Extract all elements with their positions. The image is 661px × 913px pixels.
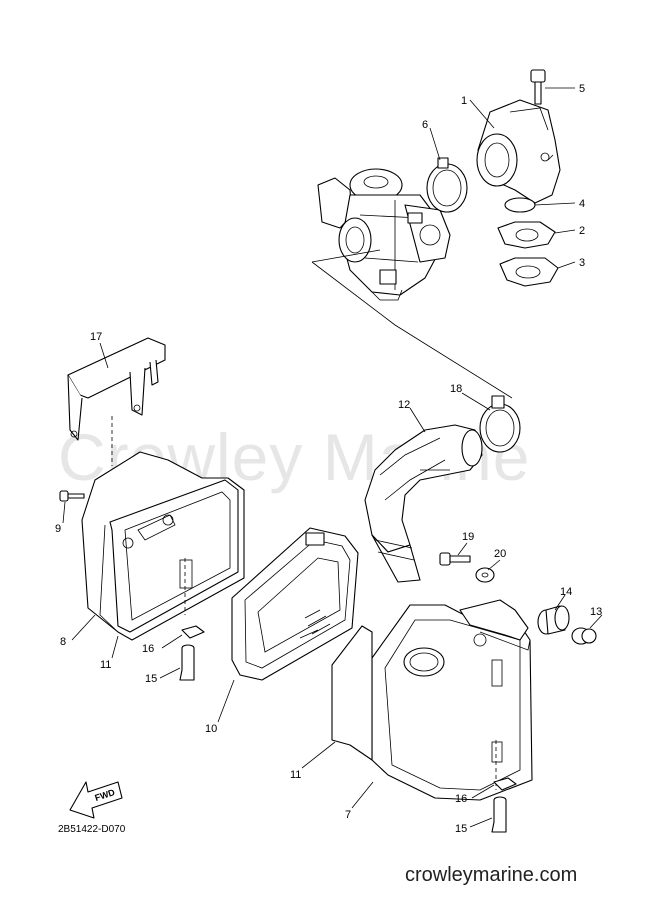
callout-19: 19 bbox=[462, 531, 474, 543]
part-20-washer bbox=[475, 567, 495, 583]
part-1-intake-manifold bbox=[476, 99, 561, 204]
callout-numbers: 1 2 3 4 5 6 7 8 9 10 11 11 12 13 14 15 1… bbox=[55, 83, 602, 835]
part-17-bracket bbox=[67, 337, 166, 441]
callout-4: 4 bbox=[579, 198, 585, 210]
callout-18: 18 bbox=[450, 383, 462, 395]
callout-6: 6 bbox=[422, 119, 428, 131]
part-6-clamp bbox=[426, 157, 468, 213]
callout-16-left: 16 bbox=[142, 643, 154, 655]
part-19-bolt bbox=[439, 552, 471, 566]
part-5-bolt bbox=[530, 69, 546, 105]
part-8-air-filter-cover bbox=[81, 451, 245, 641]
fwd-arrow: FWD bbox=[69, 781, 123, 819]
part-16-clip-left bbox=[181, 625, 205, 639]
callout-7: 7 bbox=[345, 809, 351, 821]
part-13-collar bbox=[571, 627, 597, 645]
callout-14: 14 bbox=[560, 586, 572, 598]
callout-1: 1 bbox=[461, 95, 467, 107]
website-text: crowleymarine.com bbox=[405, 864, 577, 886]
callout-15-left: 15 bbox=[145, 673, 157, 685]
callout-3: 3 bbox=[579, 257, 585, 269]
part-11-seal-left bbox=[99, 524, 119, 633]
callout-9: 9 bbox=[55, 523, 61, 535]
carburetor bbox=[317, 168, 451, 301]
callout-5: 5 bbox=[579, 83, 585, 95]
callout-20: 20 bbox=[494, 548, 506, 560]
part-12-intake-boot bbox=[364, 424, 483, 583]
diagram-code: 2B51422-D070 bbox=[58, 824, 126, 835]
callout-16-right: 16 bbox=[455, 793, 467, 805]
part-11-seal-right bbox=[331, 625, 373, 761]
callout-15-right: 15 bbox=[455, 823, 467, 835]
callout-8: 8 bbox=[60, 636, 66, 648]
callout-11-left: 11 bbox=[100, 659, 111, 671]
callout-12: 12 bbox=[398, 399, 410, 411]
part-10-air-filter-element bbox=[231, 527, 359, 681]
callout-17: 17 bbox=[90, 331, 102, 343]
part-15-drain-left bbox=[179, 644, 195, 681]
leader-lines bbox=[62, 87, 603, 828]
part-4-o-ring bbox=[504, 197, 536, 213]
callout-11-right: 11 bbox=[290, 769, 301, 781]
part-2-gasket bbox=[497, 221, 556, 249]
callout-13: 13 bbox=[590, 606, 602, 618]
callout-10: 10 bbox=[205, 723, 217, 735]
part-14-grommet bbox=[537, 605, 570, 635]
part-15-drain-right bbox=[491, 796, 507, 833]
part-16-clip-right bbox=[493, 777, 517, 791]
part-7-air-filter-case bbox=[371, 599, 533, 801]
part-9-screw bbox=[59, 490, 85, 502]
part-18-clamp bbox=[479, 395, 521, 453]
part-3-insulator bbox=[499, 257, 559, 287]
callout-2: 2 bbox=[579, 225, 585, 237]
